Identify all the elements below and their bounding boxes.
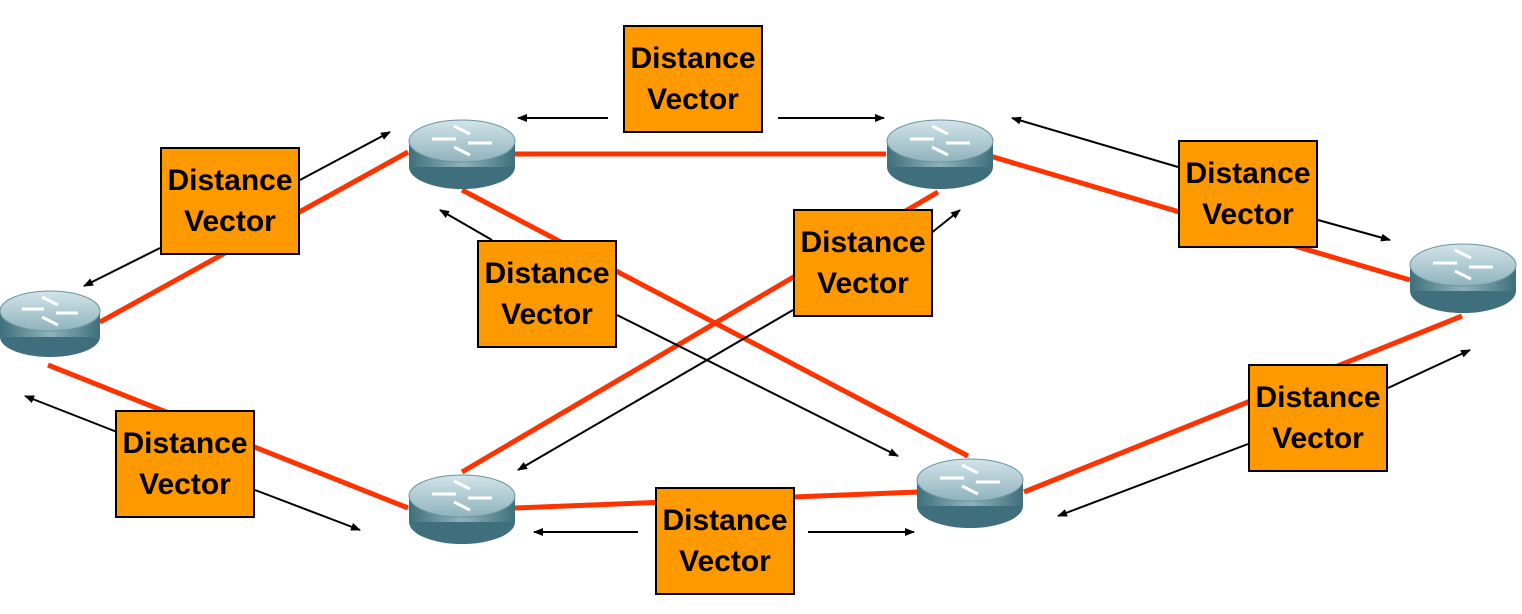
router-icon	[916, 458, 1024, 528]
dv-label-lower-right: Distance Vector	[1248, 364, 1388, 472]
label-line2: Vector	[679, 545, 771, 578]
dv-label-center-left: Distance Vector	[477, 240, 617, 348]
router-icon	[886, 119, 994, 189]
dv-label-center-right: Distance Vector	[793, 209, 933, 317]
dv-label-upper-left: Distance Vector	[160, 147, 300, 255]
arrows	[24, 114, 1471, 536]
dv-label-top: Distance Vector	[623, 25, 763, 133]
label-line2: Vector	[1202, 198, 1294, 231]
dv-label-bottom: Distance Vector	[655, 487, 795, 595]
label-line1: Distance	[662, 504, 788, 537]
routers	[0, 119, 1517, 544]
label-line1: Distance	[630, 42, 756, 75]
arrow	[24, 395, 118, 433]
label-line1: Distance	[800, 226, 926, 259]
label-line1: Distance	[1185, 157, 1311, 190]
label-line2: Vector	[647, 83, 739, 116]
router-icon	[408, 119, 516, 189]
arrow	[299, 131, 391, 181]
label-line2: Vector	[817, 267, 909, 300]
arrow	[439, 209, 493, 241]
router-icon	[408, 474, 516, 544]
arrow	[254, 489, 361, 531]
arrow	[1317, 219, 1391, 242]
label-line2: Vector	[139, 468, 231, 501]
label-line2: Vector	[1272, 422, 1364, 455]
arrow	[1011, 116, 1179, 168]
label-line1: Distance	[484, 257, 610, 290]
arrow	[929, 209, 961, 235]
label-line1: Distance	[167, 164, 293, 197]
link-right-bottomright	[1023, 313, 1463, 495]
label-line1: Distance	[1255, 381, 1381, 414]
router-icon	[0, 290, 101, 357]
dv-label-upper-right: Distance Vector	[1178, 140, 1318, 248]
dv-label-lower-left: Distance Vector	[115, 410, 255, 518]
label-line2: Vector	[501, 298, 593, 331]
arrow	[1057, 443, 1249, 517]
arrow	[616, 314, 899, 457]
arrow	[1387, 349, 1471, 389]
label-line2: Vector	[184, 205, 276, 238]
arrow	[83, 247, 161, 287]
router-icon	[1409, 243, 1517, 313]
label-line1: Distance	[122, 427, 248, 460]
arrow	[517, 309, 794, 471]
